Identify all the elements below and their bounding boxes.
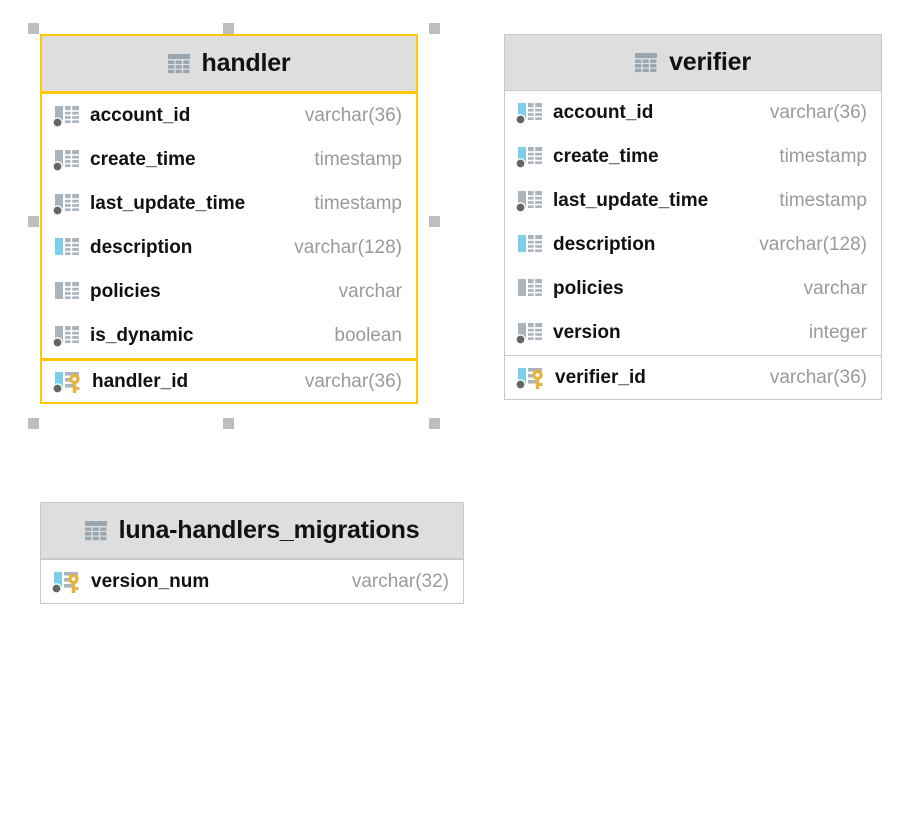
column-nullable-icon bbox=[515, 147, 542, 169]
column-nullable-icon bbox=[52, 150, 79, 172]
field-row[interactable]: account_id varchar(36) bbox=[42, 94, 416, 138]
column-icon bbox=[518, 279, 542, 296]
field-type: timestamp bbox=[779, 190, 867, 211]
field-type: varchar(36) bbox=[769, 366, 867, 388]
primary-key-icon bbox=[515, 367, 543, 390]
field-name: is_dynamic bbox=[90, 325, 194, 346]
handle-middle-right[interactable] bbox=[429, 216, 440, 227]
field-name: policies bbox=[553, 278, 624, 299]
field-name: version bbox=[553, 322, 621, 343]
field-name: version_num bbox=[91, 570, 210, 592]
column-nullable-icon bbox=[515, 103, 542, 125]
field-type: timestamp bbox=[314, 193, 402, 214]
column-icon bbox=[55, 238, 79, 255]
entity-table-luna-handlers_migrations[interactable]: luna-handlers_migrations version_num varch… bbox=[40, 502, 464, 604]
field-row[interactable]: verifier_id varchar(36) bbox=[505, 355, 881, 399]
entity-header-verifier[interactable]: verifier bbox=[505, 35, 881, 91]
primary-key-icon bbox=[51, 571, 79, 594]
field-name: last_update_time bbox=[90, 193, 246, 214]
field-name: account_id bbox=[553, 102, 654, 123]
column-icon bbox=[55, 282, 79, 299]
field-name: description bbox=[553, 234, 656, 255]
field-type: varchar(36) bbox=[304, 370, 402, 392]
entity-title: luna-handlers_migrations bbox=[118, 516, 420, 544]
table-icon bbox=[635, 52, 658, 72]
table-icon bbox=[84, 520, 107, 540]
entity-fields-verifier: account_id varchar(36) create_time timestam… bbox=[505, 91, 881, 399]
handle-bottom-left[interactable] bbox=[28, 418, 39, 429]
field-type: timestamp bbox=[314, 149, 402, 170]
entity-header-luna-handlers_migrations[interactable]: luna-handlers_migrations bbox=[41, 503, 463, 559]
field-type: timestamp bbox=[779, 146, 867, 167]
field-name: last_update_time bbox=[553, 190, 709, 211]
entity-header-handler[interactable]: handler bbox=[42, 36, 416, 94]
field-type: varchar(36) bbox=[769, 102, 867, 123]
field-row[interactable]: is_dynamic boolean bbox=[42, 314, 416, 358]
field-type: varchar(128) bbox=[294, 237, 402, 258]
field-row[interactable]: last_update_time timestamp bbox=[42, 182, 416, 226]
handle-top-center[interactable] bbox=[223, 23, 234, 34]
field-type: varchar bbox=[803, 278, 867, 299]
field-name: create_time bbox=[90, 149, 196, 170]
field-name: description bbox=[90, 237, 193, 258]
field-row[interactable]: handler_id varchar(36) bbox=[42, 358, 416, 402]
handle-top-left[interactable] bbox=[28, 23, 39, 34]
field-type: boolean bbox=[334, 325, 402, 346]
handle-bottom-center[interactable] bbox=[223, 418, 234, 429]
entity-fields-luna-handlers_migrations: version_num varchar(32) bbox=[41, 559, 463, 603]
field-row[interactable]: version integer bbox=[505, 311, 881, 355]
field-type: varchar(36) bbox=[304, 105, 402, 126]
field-row[interactable]: description varchar(128) bbox=[42, 226, 416, 270]
field-row[interactable]: description varchar(128) bbox=[505, 223, 881, 267]
handle-bottom-right[interactable] bbox=[429, 418, 440, 429]
field-row[interactable]: policies varchar bbox=[505, 267, 881, 311]
field-row[interactable]: version_num varchar(32) bbox=[41, 559, 463, 603]
field-name: handler_id bbox=[92, 370, 189, 392]
column-nullable-icon bbox=[52, 194, 79, 216]
entity-table-verifier[interactable]: verifier account_id varchar(36) create_time… bbox=[504, 34, 882, 400]
table-icon bbox=[167, 53, 190, 73]
column-icon bbox=[518, 235, 542, 252]
primary-key-icon bbox=[52, 371, 80, 394]
column-nullable-icon bbox=[515, 323, 542, 345]
column-nullable-icon bbox=[52, 106, 79, 128]
field-name: policies bbox=[90, 281, 161, 302]
field-row[interactable]: policies varchar bbox=[42, 270, 416, 314]
field-type: varchar(32) bbox=[351, 570, 449, 592]
column-nullable-icon bbox=[515, 191, 542, 213]
handle-middle-left[interactable] bbox=[28, 216, 39, 227]
entity-fields-handler: account_id varchar(36) create_time timestam… bbox=[42, 94, 416, 402]
field-name: account_id bbox=[90, 105, 191, 126]
handle-top-right[interactable] bbox=[429, 23, 440, 34]
field-type: varchar(128) bbox=[759, 234, 867, 255]
field-row[interactable]: account_id varchar(36) bbox=[505, 91, 881, 135]
entity-title: verifier bbox=[669, 48, 751, 76]
column-nullable-icon bbox=[52, 326, 79, 348]
field-row[interactable]: last_update_time timestamp bbox=[505, 179, 881, 223]
field-name: create_time bbox=[553, 146, 659, 167]
field-name: verifier_id bbox=[555, 366, 646, 388]
field-row[interactable]: create_time timestamp bbox=[505, 135, 881, 179]
field-row[interactable]: create_time timestamp bbox=[42, 138, 416, 182]
field-type: varchar bbox=[338, 281, 402, 302]
field-type: integer bbox=[808, 322, 867, 343]
entity-title: handler bbox=[201, 49, 291, 77]
